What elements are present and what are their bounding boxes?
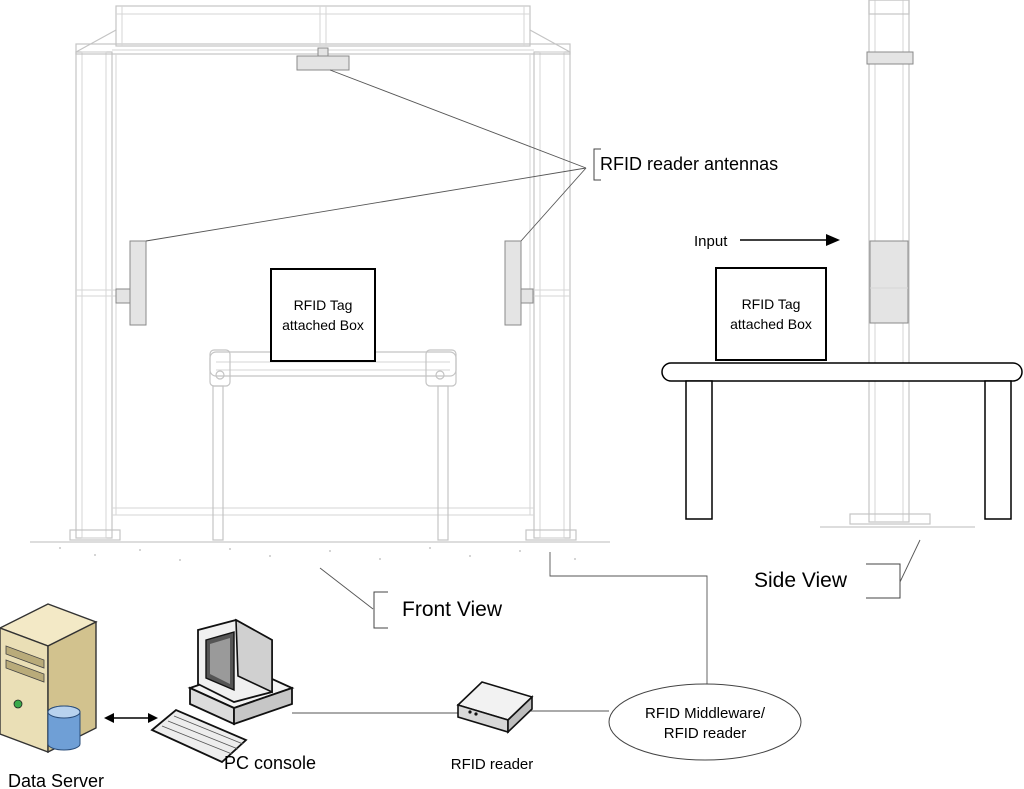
data-server-icon — [0, 603, 98, 754]
front-tag-box-line2: attached Box — [282, 317, 364, 333]
left-antenna — [115, 240, 147, 326]
side-antenna — [869, 240, 909, 324]
side-tag-box: RFID Tag attached Box — [715, 267, 827, 361]
top-antenna — [296, 47, 350, 71]
ground-speckles — [59, 547, 576, 561]
middleware-line1: RFID Middleware/ — [645, 705, 766, 722]
front-view-leader — [319, 567, 374, 610]
front-view-portal-frame — [69, 5, 577, 541]
frame-to-middleware-cable — [549, 552, 708, 685]
front-tag-box-line1: RFID Tag — [294, 297, 353, 313]
input-arrow-head — [826, 234, 840, 246]
antennas-label: RFID reader antennas — [600, 154, 778, 174]
middleware-node: RFID Middleware/ RFID reader — [608, 683, 802, 761]
side-table — [661, 362, 1023, 520]
right-antenna — [504, 240, 534, 326]
front-conveyor — [209, 349, 457, 541]
side-tag-box-line2: attached Box — [730, 316, 812, 332]
front-tag-box: RFID Tag attached Box — [270, 268, 376, 362]
data-server-label: Data Server — [8, 771, 104, 789]
leader-right-antenna — [520, 167, 587, 242]
front-view-label: Front View — [402, 598, 503, 621]
server-pc-arrow-left — [104, 713, 114, 723]
side-tag-box-line1: RFID Tag — [742, 296, 801, 312]
leader-top-antenna — [329, 69, 587, 169]
input-label: Input — [694, 233, 728, 250]
server-pc-arrow-right — [148, 713, 158, 723]
pc-console-icon — [150, 618, 295, 764]
front-view-bracket — [373, 591, 388, 629]
middleware-line2: RFID reader — [664, 725, 747, 742]
rfid-reader-label: RFID reader — [451, 756, 534, 773]
side-view-leader — [899, 539, 921, 583]
side-view-label: Side View — [754, 569, 848, 592]
rfid-reader-device-icon — [456, 681, 534, 734]
antennas-label-bracket — [593, 148, 601, 181]
side-view-bracket — [866, 563, 901, 599]
pc-console-label: PC console — [224, 753, 316, 773]
leader-left-antenna — [145, 167, 587, 242]
